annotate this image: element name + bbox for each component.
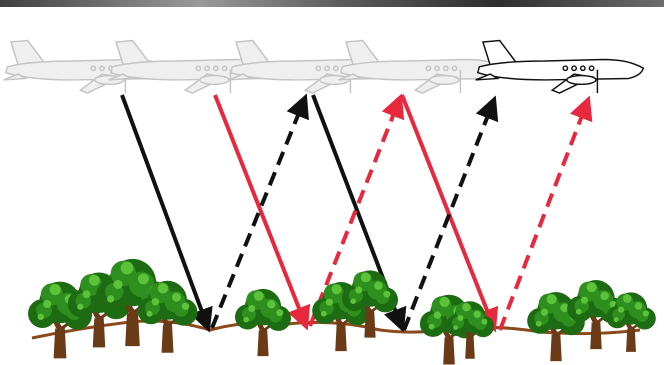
tree-cluster-6 — [527, 280, 656, 361]
tree-cluster-3 — [235, 289, 291, 356]
beam-down-6-red — [402, 95, 494, 328]
tree-cluster-2 — [96, 259, 197, 353]
aircraft-active — [476, 41, 644, 93]
